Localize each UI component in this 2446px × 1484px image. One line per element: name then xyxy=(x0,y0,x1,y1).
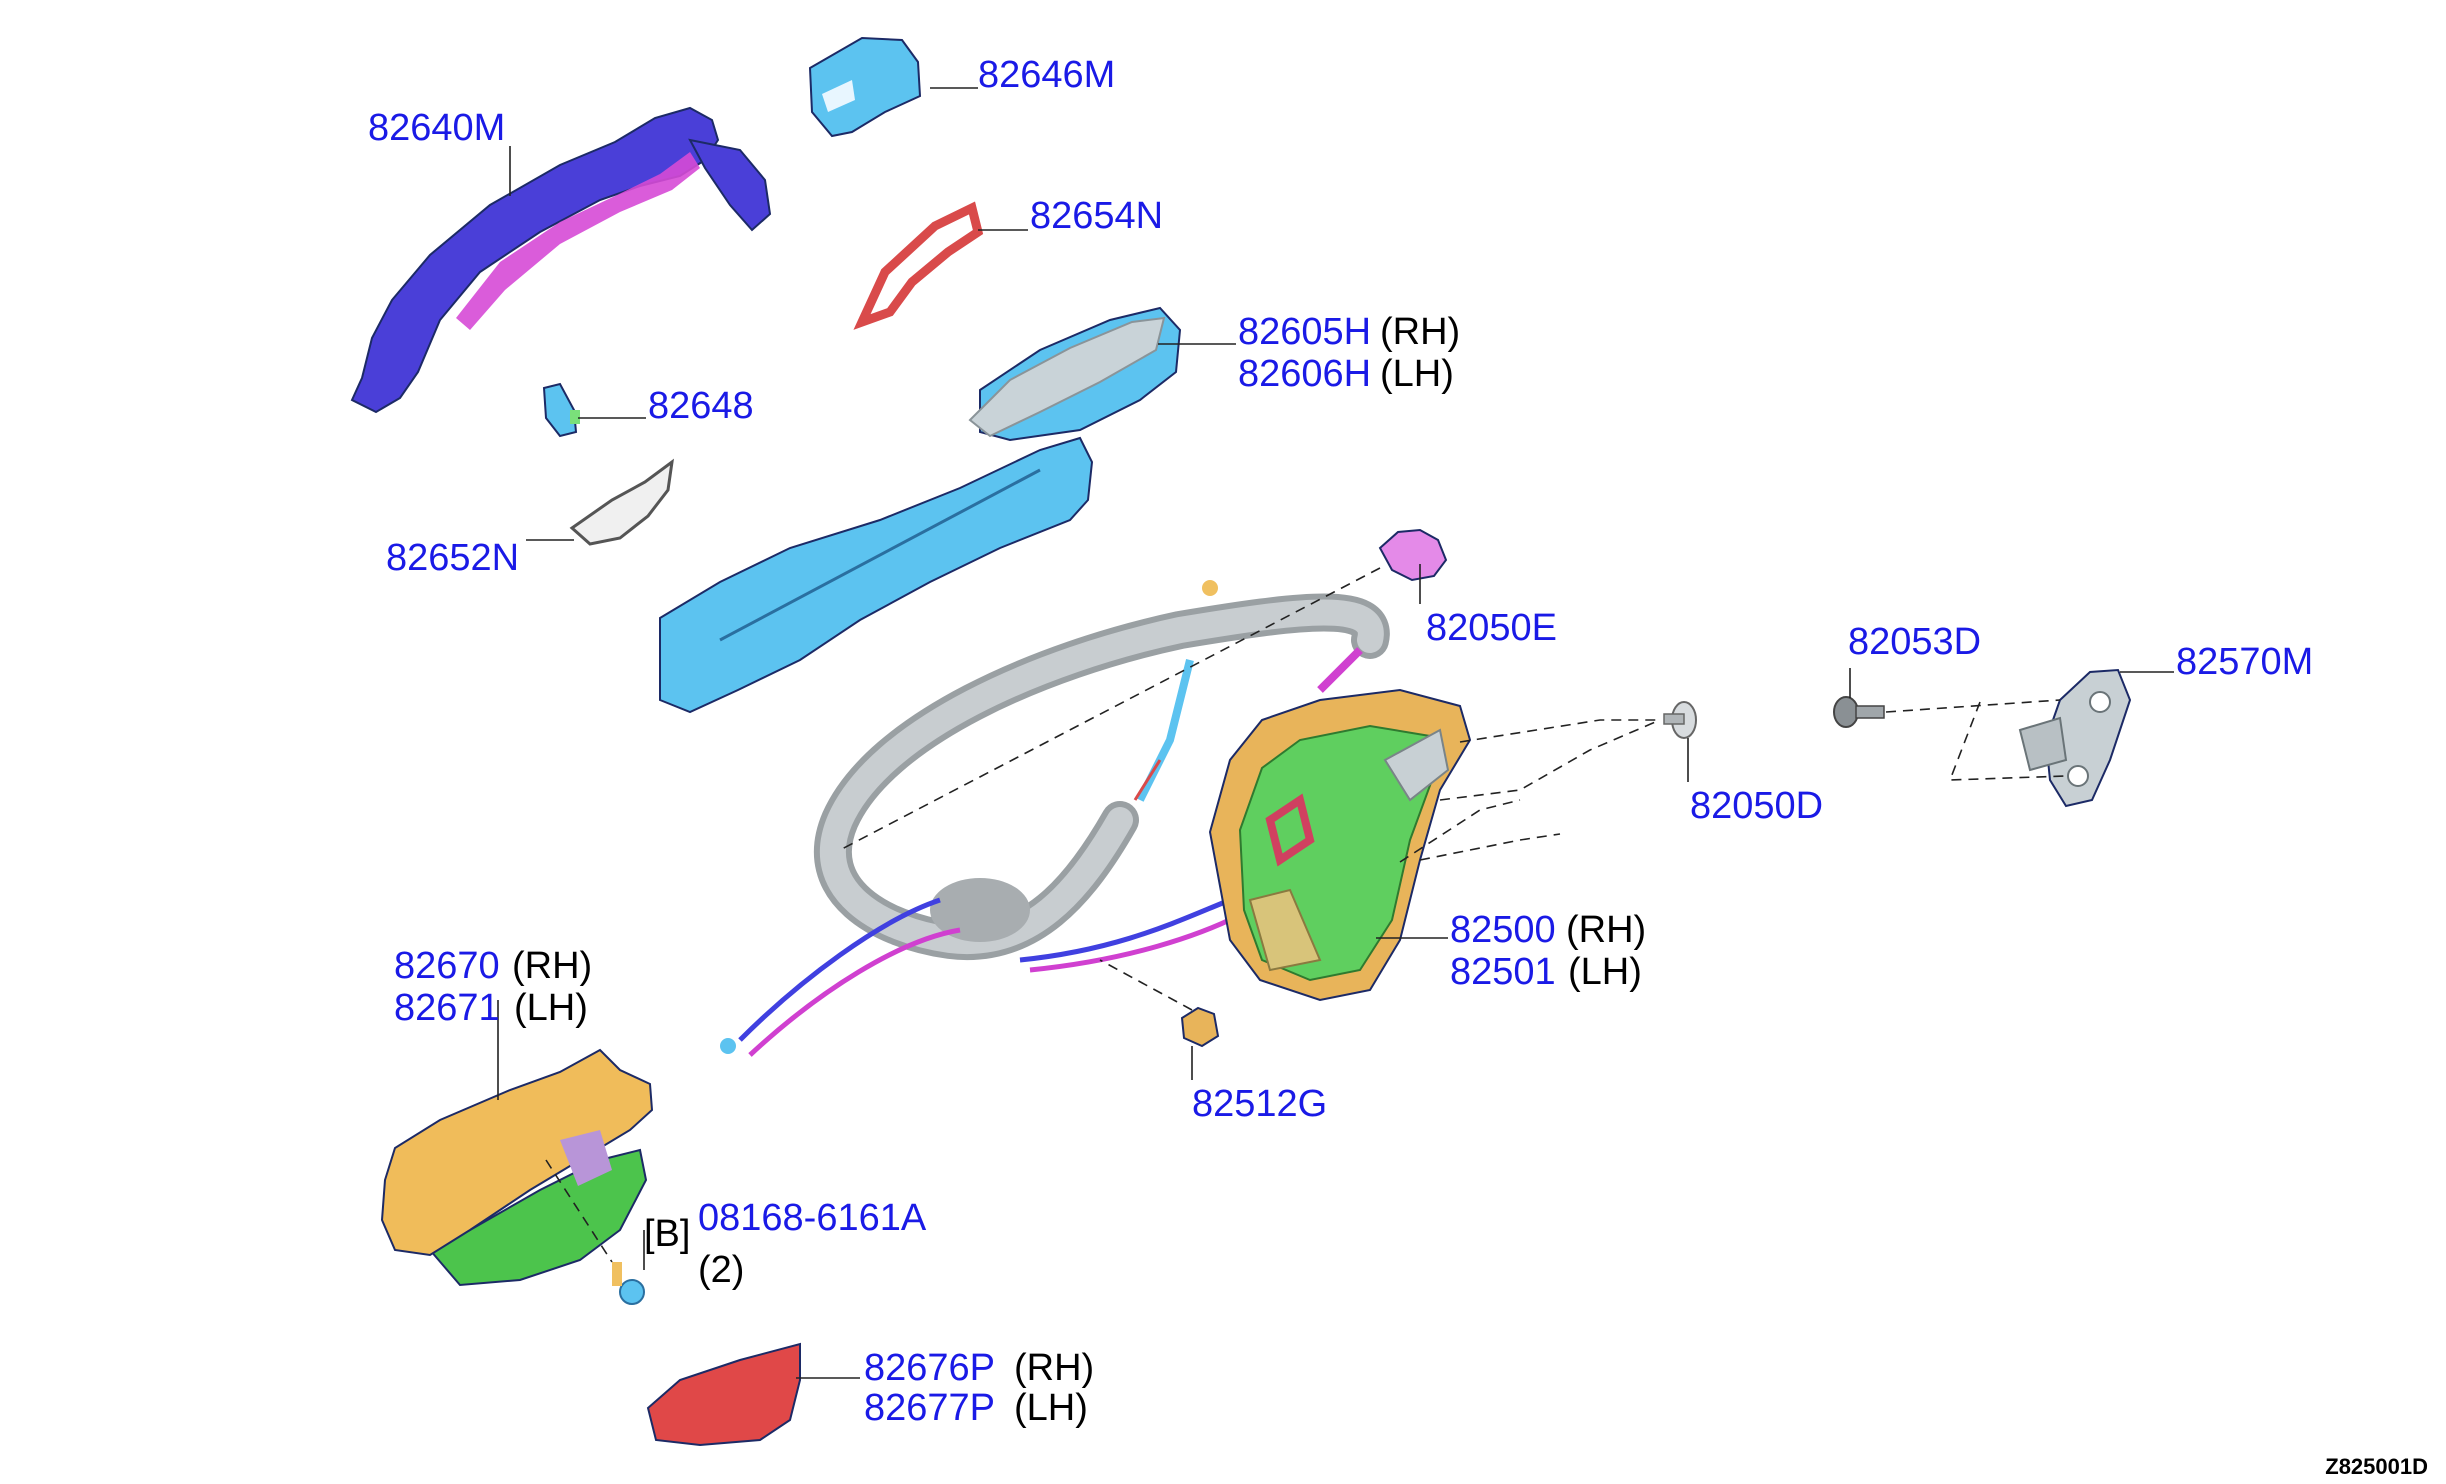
connector-body xyxy=(542,382,578,438)
bolt-82053d-part[interactable] xyxy=(1833,696,1885,728)
handle-cap-highlight xyxy=(822,80,855,112)
cable-end-ball xyxy=(1202,580,1218,596)
lock-connector xyxy=(1248,888,1322,972)
diagram-code: Z825001D xyxy=(2325,1454,2428,1479)
handle-cap-body xyxy=(808,36,922,138)
dashed-lines xyxy=(545,567,2067,1263)
part-number-08168-6161a[interactable]: 08168-6161A xyxy=(698,1197,927,1239)
lock-cable-part[interactable] xyxy=(720,580,1390,1057)
outside-handle-tail xyxy=(688,138,772,232)
escutcheon-frame xyxy=(853,201,984,330)
bracket-body xyxy=(659,436,1094,714)
inside-handle-back xyxy=(428,1148,648,1287)
screw-08168-part[interactable] xyxy=(612,1262,645,1305)
escutcheon-part[interactable] xyxy=(853,201,984,330)
cable-red-segment xyxy=(1133,759,1162,801)
striker-loop xyxy=(2018,716,2068,772)
bracket-reference-b: [B] xyxy=(644,1213,690,1255)
outside-handle-body xyxy=(350,106,720,414)
part-number-82654n[interactable]: 82654N xyxy=(1030,195,1163,237)
cable-magenta-wire-2 xyxy=(1029,912,1242,973)
part-number-82677p[interactable]: 82677P xyxy=(864,1387,995,1429)
lock-metal-plate xyxy=(1383,728,1450,802)
suffix-rh-82670: (RH) xyxy=(512,945,592,987)
bracket-rib xyxy=(719,468,1041,642)
outside-handle-inner xyxy=(456,152,700,330)
part-number-82050d[interactable]: 82050D xyxy=(1690,785,1823,827)
bolt-head xyxy=(1833,696,1859,728)
part-number-82606h[interactable]: 82606H xyxy=(1238,353,1371,395)
gasket-part[interactable] xyxy=(569,458,674,546)
finisher-body xyxy=(646,1342,801,1447)
cable-magenta-wire xyxy=(748,927,961,1057)
part-labels: 82646M 82640M 82654N 82605H (RH) 82606H … xyxy=(368,54,2428,1479)
screw-82050d-part[interactable] xyxy=(1663,701,1697,739)
screw-82050d-shank xyxy=(1663,713,1685,725)
part-number-82676p[interactable]: 82676P xyxy=(864,1347,995,1389)
part-number-82646m[interactable]: 82646M xyxy=(978,54,1115,96)
bolt-shank xyxy=(1855,705,1885,719)
clip-82512g-part[interactable] xyxy=(1180,1006,1220,1048)
bracket-grey-cover xyxy=(968,316,1166,438)
finisher-part[interactable] xyxy=(646,1342,801,1447)
suffix-lh-82606h: (LH) xyxy=(1380,353,1454,395)
gasket-outline xyxy=(569,458,674,546)
striker-hole-bottom xyxy=(2067,765,2089,787)
part-number-82053d[interactable]: 82053D xyxy=(1848,621,1981,663)
suffix-lh-82677p: (LH) xyxy=(1014,1387,1088,1429)
part-number-82570m[interactable]: 82570M xyxy=(2176,641,2313,683)
striker-hole-top xyxy=(2089,691,2111,713)
part-number-82640m[interactable]: 82640M xyxy=(368,107,505,149)
quantity-08168: (2) xyxy=(698,1249,744,1291)
suffix-lh-82501: (LH) xyxy=(1568,951,1642,993)
handle-bracket-part[interactable] xyxy=(659,306,1182,714)
striker-part[interactable] xyxy=(2018,668,2132,808)
lock-red-ring xyxy=(1265,793,1315,867)
inside-handle-lever xyxy=(560,1130,612,1186)
inside-handle-part[interactable] xyxy=(380,1048,654,1287)
handle-cap-part[interactable] xyxy=(808,36,922,138)
outside-handle-part[interactable] xyxy=(350,106,772,414)
part-number-82671[interactable]: 82671 xyxy=(394,987,500,1029)
clip-82512g-body xyxy=(1180,1006,1220,1048)
cable-end-tip xyxy=(720,1038,736,1054)
suffix-lh-82671: (LH) xyxy=(514,987,588,1029)
door-lock-part[interactable] xyxy=(1208,647,1472,1002)
suffix-rh-82500: (RH) xyxy=(1566,909,1646,951)
screw-08168-head xyxy=(619,1279,645,1305)
suffix-rh-82605h: (RH) xyxy=(1380,311,1460,353)
cable-blue-wire-2 xyxy=(1019,897,1231,963)
part-number-82605h[interactable]: 82605H xyxy=(1238,311,1371,353)
part-number-82501[interactable]: 82501 xyxy=(1450,951,1556,993)
part-number-82500[interactable]: 82500 xyxy=(1450,909,1556,951)
part-number-82648[interactable]: 82648 xyxy=(648,385,754,427)
cable-blue-segment xyxy=(1136,659,1194,802)
part-number-82512g[interactable]: 82512G xyxy=(1192,1083,1327,1125)
cable-blue-wire xyxy=(738,897,941,1042)
cable-grommet xyxy=(930,878,1030,942)
suffix-rh-82676p: (RH) xyxy=(1014,1347,1094,1389)
lock-pink-lever xyxy=(1317,647,1363,693)
part-number-82670[interactable]: 82670 xyxy=(394,945,500,987)
connector-82648-part[interactable] xyxy=(542,382,580,438)
inside-handle-body xyxy=(380,1048,654,1257)
clip-body xyxy=(1378,528,1448,582)
screw-08168-thread xyxy=(612,1262,622,1286)
leader-lines xyxy=(497,87,2174,1379)
connector-tip xyxy=(570,410,580,424)
part-number-82050e[interactable]: 82050E xyxy=(1426,607,1557,649)
clip-82050e-part[interactable] xyxy=(1378,528,1448,582)
part-number-82652n[interactable]: 82652N xyxy=(386,537,519,579)
